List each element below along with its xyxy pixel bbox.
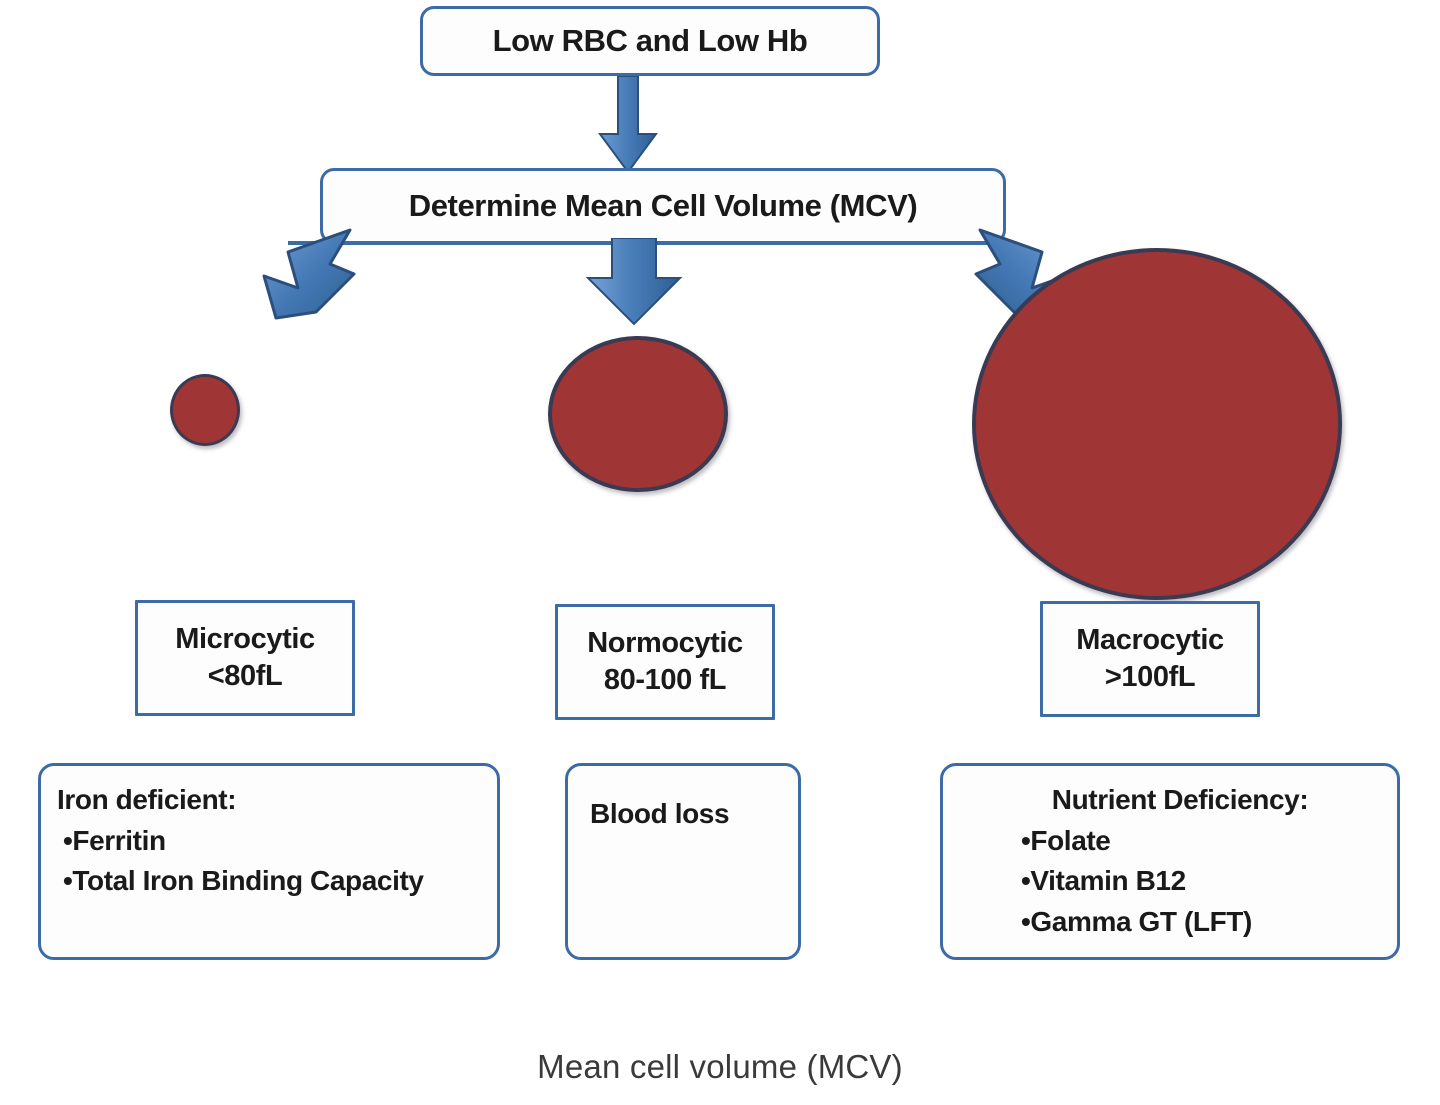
down-arrow-icon-middle: [585, 238, 683, 326]
node-blood-loss: Blood loss: [565, 763, 801, 960]
down-left-arrow-icon: [262, 228, 356, 320]
node-nutrient-deficiency: Nutrient Deficiency: •Folate •Vitamin B1…: [940, 763, 1400, 960]
node-macrocytic: Macrocytic >100fL: [1040, 601, 1260, 717]
node-macrocytic-value: >100fL: [1104, 661, 1196, 693]
down-arrow-icon-top: [598, 76, 658, 174]
node-normocytic-value: 80-100 fL: [603, 664, 727, 696]
list-item: •Total Iron Binding Capacity: [63, 865, 424, 897]
node-determine-mcv-label: Determine Mean Cell Volume (MCV): [408, 188, 918, 223]
node-macrocytic-title: Macrocytic: [1076, 623, 1224, 656]
node-low-rbc-low-hb-label: Low RBC and Low Hb: [492, 23, 808, 58]
list-item: •Vitamin B12: [1021, 865, 1186, 897]
node-iron-deficient-title: Iron deficient:: [57, 784, 237, 815]
node-microcytic: Microcytic <80fL: [135, 600, 355, 716]
node-microcytic-title: Microcytic: [175, 622, 315, 655]
list-item: •Ferritin: [63, 824, 166, 856]
node-nutrient-deficiency-title: Nutrient Deficiency:: [1051, 784, 1309, 815]
figure-caption: Mean cell volume (MCV): [537, 1048, 903, 1085]
node-blood-loss-title: Blood loss: [590, 798, 730, 829]
macrocytic-red-blood-cell: [972, 248, 1342, 600]
list-item: •Folate: [1021, 824, 1111, 856]
node-microcytic-value: <80fL: [207, 660, 283, 692]
node-iron-deficient: Iron deficient: •Ferritin •Total Iron Bi…: [38, 763, 500, 960]
list-item: •Gamma GT (LFT): [1021, 905, 1252, 937]
node-low-rbc-low-hb: Low RBC and Low Hb: [420, 6, 880, 76]
node-normocytic-title: Normocytic: [587, 626, 743, 659]
node-determine-mcv: Determine Mean Cell Volume (MCV): [320, 168, 1006, 244]
microcytic-red-blood-cell: [170, 374, 240, 446]
node-normocytic: Normocytic 80-100 fL: [555, 604, 775, 720]
normocytic-red-blood-cell: [548, 336, 728, 492]
